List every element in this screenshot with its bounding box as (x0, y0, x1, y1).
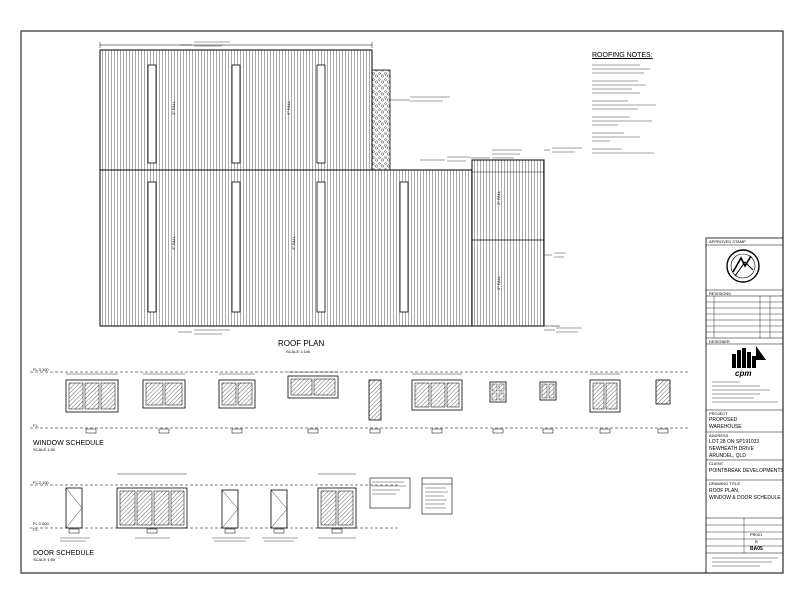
window-w07 (489, 381, 507, 434)
designer-label: DESIGNER (709, 339, 730, 344)
window-schedule-title: WINDOW SCHEDULE (33, 440, 104, 447)
roof-plan-title: ROOF PLAN (278, 339, 325, 348)
door-legend (421, 477, 453, 515)
drawing-title-label: DRAWING TITLE (709, 481, 741, 486)
window-w01 (65, 379, 119, 434)
door-level-bottom: FL 0.000 (33, 521, 49, 526)
roof-right-section (471, 159, 545, 327)
revision-value: B (755, 539, 758, 544)
address-line-3: ARUNDEL, QLD (709, 453, 746, 459)
roofing-notes-body (592, 64, 656, 154)
fall-label: 2° FALL (291, 235, 296, 250)
window-w10 (655, 379, 671, 434)
stone-feature-wall (371, 69, 391, 171)
door-level-top: FL 2.100 (33, 480, 49, 485)
roof-plan-scale: SCALE 1:100 (286, 349, 311, 354)
designer-logo: cpm (712, 346, 778, 403)
client-name: POINTBREAK DEVELOPMENTS (709, 468, 784, 474)
fall-label: 2° FALL (171, 235, 176, 250)
window-schedule (30, 371, 690, 434)
window-level-bottom: F.L. (33, 423, 40, 428)
window-w09 (589, 379, 621, 434)
door-d03 (221, 489, 239, 534)
door-d05 (317, 487, 357, 534)
roof-plan: 2° FALL 2° FALL 2° FALL 2° FALL 2° FALL … (99, 41, 582, 335)
project-line-2: WAREHOUSE (709, 424, 742, 430)
window-w02 (142, 379, 186, 434)
fall-label: 2° FALL (286, 100, 291, 115)
door-d02 (116, 487, 188, 534)
address-line-2: NEWHEATH DRIVE (709, 446, 754, 452)
title-block: cpm (705, 237, 784, 574)
fall-label: 2° FALL (496, 190, 501, 205)
door-notes-box (369, 477, 411, 509)
window-w05 (368, 379, 382, 434)
approval-seal-icon (726, 249, 760, 283)
project-line-1: PROPOSED (709, 417, 738, 423)
door-schedule-scale: SCALE 1:50 (33, 557, 56, 562)
drawing-title-line-2: WINDOW & DOOR SCHEDULE (709, 495, 781, 501)
door-d01 (65, 487, 83, 534)
window-level-top: FL 3.100 (33, 367, 49, 372)
roofing-notes-heading: ROOFING NOTES: (592, 52, 653, 59)
window-w04 (287, 375, 339, 434)
project-label: PROJECT (709, 411, 728, 416)
door-schedule-title: DOOR SCHEDULE (33, 550, 95, 557)
door-schedule (30, 473, 453, 542)
drawing-number: PR001 (750, 532, 763, 537)
address-line-1: LOT 28 ON SP191033 (709, 439, 760, 445)
door-d04 (270, 489, 288, 534)
window-w08 (539, 381, 557, 434)
svg-text:cpm: cpm (735, 369, 751, 378)
client-label: CLIENT (709, 461, 724, 466)
approval-stamp-label: APPROVED STAMP (709, 239, 746, 244)
fall-label: 2° FALL (496, 275, 501, 290)
window-w03 (218, 379, 256, 434)
window-w06 (411, 379, 463, 434)
revisions-label: REVISIONS (709, 291, 731, 296)
drawing-title-line-1: ROOF PLAN, (709, 488, 740, 494)
sheet-id: BA05 (750, 546, 763, 552)
address-label: ADDRESS (709, 433, 729, 438)
window-schedule-scale: SCALE 1:50 (33, 447, 56, 452)
fall-label: 2° FALL (171, 100, 176, 115)
door-level-bottom-sub: F.L. (33, 527, 40, 532)
